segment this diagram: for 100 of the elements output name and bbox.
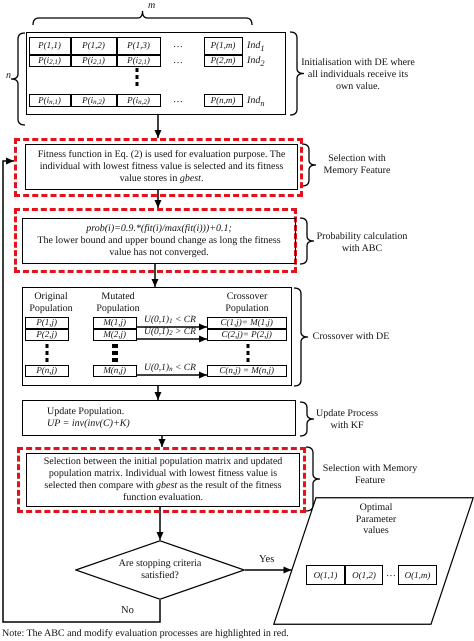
- edge-label: U(0,1)$_{2}$ > CR: [143, 328, 197, 338]
- row-label: Ind$_{n}$: [247, 95, 265, 108]
- process-box: [26, 453, 300, 507]
- arrow: [152, 264, 158, 287]
- arrow: [154, 115, 162, 138]
- matrix-cell: [24, 328, 69, 341]
- letter: m: [148, 0, 156, 11]
- cell-label: P(1,j): [36, 318, 58, 328]
- process-box: [22, 400, 296, 436]
- output-parallelogram: [273, 497, 474, 625]
- cell-label: P(i$_{2,1}$): [127, 56, 150, 65]
- process-text: Update Population.: [47, 406, 124, 418]
- matrix-cell: [116, 36, 160, 54]
- arrow: [137, 324, 207, 330]
- arrow: [158, 436, 166, 447]
- matrix-cell: [116, 54, 160, 66]
- column-heading: Mutated Population: [95, 291, 141, 314]
- letter: n: [6, 70, 11, 81]
- highlight-frame: [14, 208, 297, 273]
- cell-label: C(1,j)= M(1,j): [220, 318, 273, 328]
- caption: Note: The ABC and modify evaluation processes are highlighted in red.: [2, 628, 289, 639]
- matrix-cell: [204, 54, 242, 66]
- matrix-cell: [206, 364, 287, 377]
- cell-label: P(i$_{n,2}$): [127, 96, 150, 104]
- edge-label: No: [120, 606, 135, 616]
- cell-label: P(2,m): [210, 56, 236, 65]
- side-annotation: Initialisation with DE where all individuals receive its own value.: [300, 57, 416, 93]
- row-label: Ind$_{1}$: [247, 40, 265, 54]
- cell-label: P(i$_{n,1}$): [38, 96, 61, 104]
- matrix-cell: [116, 94, 160, 106]
- matrix-cell: [28, 54, 70, 66]
- matrix-cell: [206, 316, 287, 329]
- cell-label: M(n,j): [103, 366, 126, 376]
- ellipsis: …: [173, 39, 183, 50]
- process-box: [25, 144, 298, 190]
- cell-label: M(2,j): [103, 330, 126, 340]
- edge-label: U(0,1)$_{1}$ < CR: [143, 316, 197, 326]
- cell-label: P(i$_{n,2}$): [82, 96, 105, 104]
- highlight-frame: [17, 447, 306, 513]
- side-annotation: Probability calculation with ABC: [316, 231, 408, 255]
- process-box: [22, 218, 296, 264]
- matrix-cell: [204, 36, 242, 54]
- matrix-cell: [92, 316, 137, 329]
- decision-diamond: [75, 540, 245, 600]
- cell-label: O(1,1): [314, 570, 338, 580]
- cell-label: P(1,2): [82, 41, 105, 50]
- matrix-cell: [24, 364, 69, 377]
- cell-label: M(1,j): [103, 318, 126, 328]
- column-heading: Crossover Population: [224, 291, 270, 314]
- edge-label: Yes: [258, 555, 276, 566]
- cell-label: C(2,j)= P(2,j): [222, 330, 272, 340]
- arrow: [154, 190, 162, 208]
- cell-label: P(i$_{2,1}$): [82, 56, 105, 65]
- row-label: Ind$_{2}$: [247, 55, 265, 68]
- matrix-cell: [70, 36, 116, 54]
- cell-label: P(n,m): [210, 96, 236, 104]
- cell-label: P(1,1): [38, 41, 61, 50]
- ellipsis: …: [173, 55, 183, 66]
- side-annotation: Update Process with KF: [315, 408, 379, 432]
- process-text: UP = inv(inv(C)+K): [47, 418, 130, 430]
- cell-label: P(1,m): [210, 41, 236, 50]
- matrix-cell: [206, 328, 287, 341]
- cell-label: C(n,j) = M(n,j): [219, 366, 274, 376]
- process-text: Fitness function in Eq. (2) is used for evaluation purpose. The individual with lowest fitness value is selected and its fitness value stores in gbest.: [36, 149, 286, 185]
- arrow: [137, 336, 207, 342]
- edge-label: U(0,1)$_{n}$ < CR: [143, 364, 197, 374]
- arrow: [137, 372, 207, 378]
- matrix-cell: [70, 54, 116, 66]
- cell-label: P(n,j): [36, 366, 58, 376]
- ellipsis: …: [173, 94, 183, 105]
- matrix-cell: [28, 36, 70, 54]
- side-annotation: Selection with Memory Feature: [322, 153, 392, 177]
- process-text: Selection between the initial population matrix and updated population matrix. Individual with lowest fitness value is selected then compare with gbest as the result of the fitness function evaluation.: [42, 456, 284, 504]
- arrow: [156, 507, 164, 540]
- column-heading: Original Population: [28, 291, 74, 314]
- side-annotation: Crossover with DE: [312, 331, 390, 343]
- process-text: The lower bound and upper bound change as long the fitness value has not converged.: [36, 235, 282, 259]
- cell-label: P(1,3): [127, 41, 150, 50]
- matrix-cell: [345, 565, 383, 585]
- cell-label: P(2,j): [36, 330, 58, 340]
- side-annotation: Selection with Memory Feature: [322, 463, 418, 487]
- matrix-cell: [306, 565, 345, 585]
- matrix-cell: [24, 316, 69, 329]
- process-box: [22, 287, 292, 386]
- arrow: [2, 158, 161, 623]
- matrix-cell: [398, 565, 437, 585]
- matrix-cell: [92, 328, 137, 341]
- process-text: prob(i)=0.9.*(fit(i)/max(fit(i)))+0.1;: [86, 223, 232, 236]
- cell-label: O(1,2): [352, 570, 376, 580]
- cell-label: O(1,m): [404, 570, 430, 580]
- column-heading: Optimal Parameter values: [354, 502, 398, 536]
- matrix-cell: [70, 94, 116, 106]
- matrix-cell: [92, 364, 137, 377]
- cell-label: P(i$_{2,1}$): [38, 56, 61, 65]
- highlight-frame: [14, 138, 303, 197]
- arrow: [245, 566, 292, 574]
- matrix-box: [26, 32, 286, 115]
- arrow: [154, 386, 162, 400]
- process-text: Are stopping criteria satisfied?: [118, 558, 202, 582]
- matrix-cell: [204, 94, 242, 106]
